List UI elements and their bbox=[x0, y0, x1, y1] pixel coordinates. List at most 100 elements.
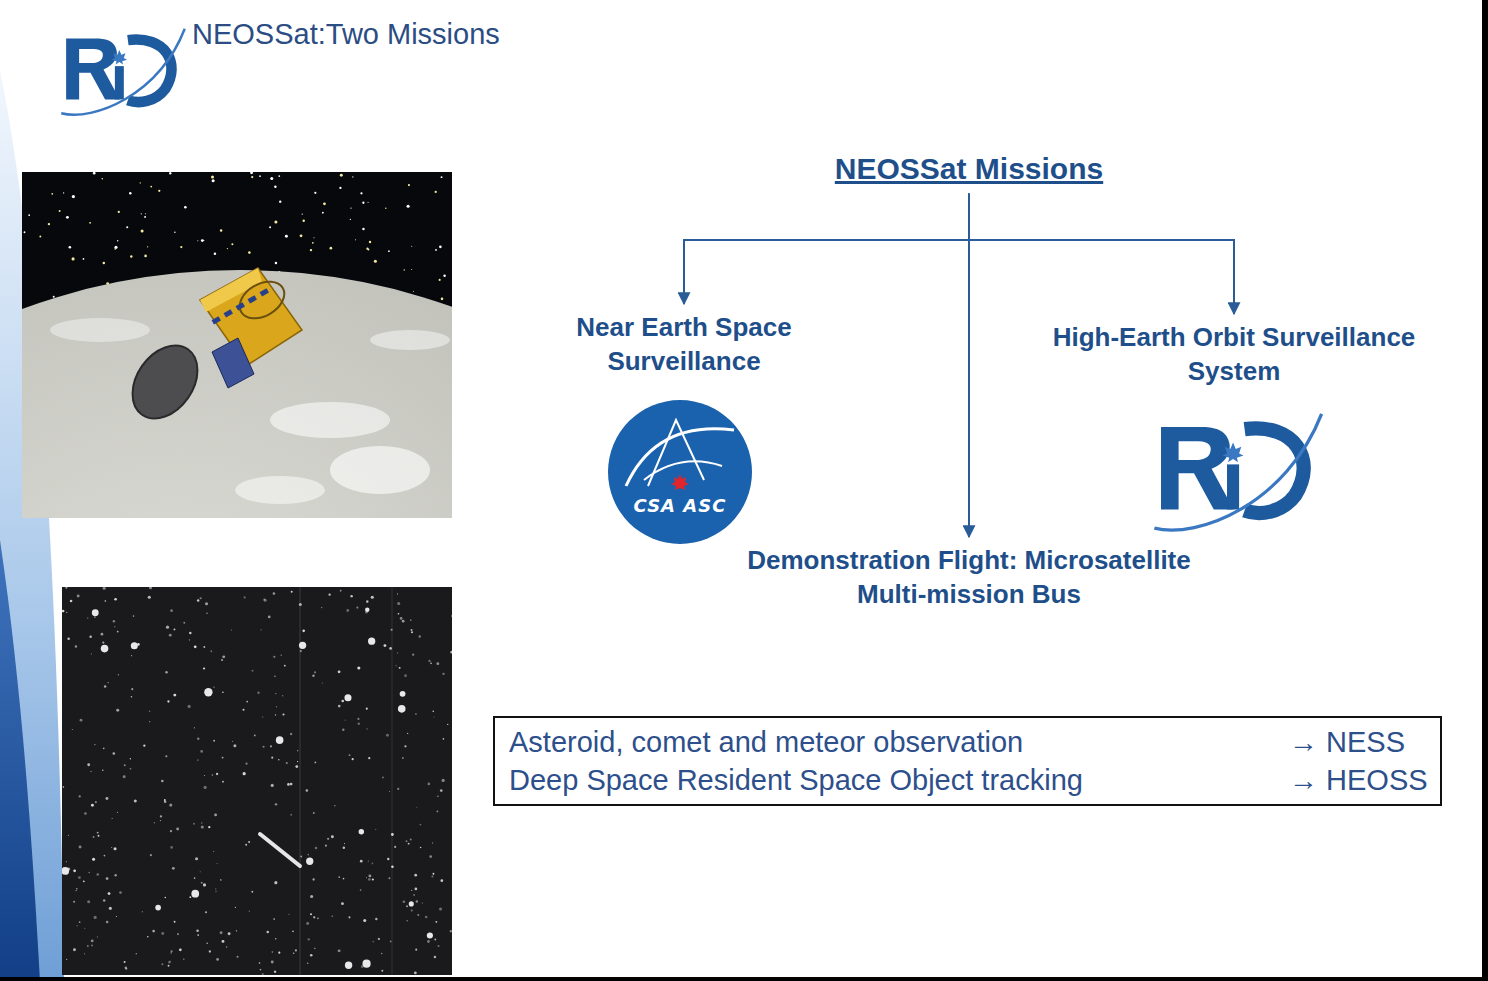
star bbox=[412, 654, 414, 656]
star bbox=[435, 921, 437, 923]
node-text: → NESS bbox=[1289, 723, 1428, 761]
star bbox=[272, 951, 273, 952]
star bbox=[408, 843, 410, 845]
star bbox=[193, 823, 195, 825]
star bbox=[169, 634, 172, 637]
star bbox=[381, 953, 382, 954]
star bbox=[204, 688, 212, 696]
star bbox=[102, 641, 104, 643]
star bbox=[106, 877, 109, 880]
star bbox=[308, 938, 310, 940]
star bbox=[252, 670, 254, 672]
node-text: Deep Space Resident Space Object trackin… bbox=[509, 761, 1289, 799]
star bbox=[275, 938, 276, 939]
star bbox=[287, 783, 290, 786]
star bbox=[148, 596, 151, 599]
star bbox=[366, 600, 369, 603]
star bbox=[275, 693, 276, 694]
star bbox=[141, 229, 144, 232]
star bbox=[387, 858, 389, 860]
star bbox=[67, 637, 70, 640]
star bbox=[369, 241, 371, 243]
star bbox=[397, 652, 399, 654]
star bbox=[113, 752, 116, 755]
star bbox=[91, 945, 93, 947]
star bbox=[103, 587, 106, 590]
star bbox=[112, 818, 113, 819]
star bbox=[362, 960, 370, 968]
star bbox=[260, 629, 261, 630]
star bbox=[236, 930, 237, 931]
star bbox=[300, 234, 303, 237]
star bbox=[284, 665, 286, 667]
star bbox=[212, 774, 213, 775]
star bbox=[73, 948, 76, 951]
star bbox=[328, 593, 330, 595]
star bbox=[299, 642, 306, 649]
star bbox=[92, 858, 95, 861]
star bbox=[293, 953, 294, 954]
solar-cell bbox=[224, 309, 233, 317]
star bbox=[362, 228, 364, 230]
star bbox=[62, 867, 69, 875]
star bbox=[433, 873, 435, 875]
star bbox=[245, 844, 247, 846]
logo-maple-leaf bbox=[671, 474, 689, 490]
star bbox=[213, 740, 215, 742]
star bbox=[102, 770, 103, 771]
star bbox=[168, 965, 170, 967]
star bbox=[149, 587, 152, 589]
star bbox=[174, 629, 176, 631]
star bbox=[312, 242, 314, 244]
star bbox=[131, 696, 133, 698]
star bbox=[440, 789, 443, 792]
star bbox=[402, 708, 404, 710]
star bbox=[161, 963, 163, 965]
star bbox=[201, 882, 203, 884]
satellite bbox=[119, 268, 302, 431]
star bbox=[275, 803, 277, 805]
star bbox=[441, 176, 443, 178]
star bbox=[407, 733, 408, 734]
star bbox=[313, 812, 315, 814]
star bbox=[368, 757, 370, 759]
star bbox=[441, 298, 444, 301]
star bbox=[197, 599, 199, 601]
star bbox=[442, 779, 445, 782]
star bbox=[428, 660, 430, 662]
star bbox=[87, 900, 90, 903]
star bbox=[206, 613, 207, 614]
star bbox=[170, 609, 173, 612]
star bbox=[131, 688, 133, 690]
star bbox=[310, 913, 312, 915]
star bbox=[325, 845, 327, 847]
star bbox=[177, 933, 179, 935]
star bbox=[391, 866, 394, 869]
star bbox=[222, 655, 225, 658]
star bbox=[249, 910, 250, 911]
star bbox=[403, 900, 406, 903]
star bbox=[203, 240, 204, 241]
star bbox=[429, 855, 432, 858]
star bbox=[212, 179, 215, 182]
star bbox=[203, 667, 205, 669]
star bbox=[243, 596, 245, 598]
mission-heading: Demonstration Flight: Microsatellite Mul… bbox=[747, 543, 1192, 612]
star bbox=[114, 598, 117, 601]
node-text: NEOSSat Missions bbox=[835, 150, 1103, 188]
star bbox=[84, 928, 85, 929]
star bbox=[155, 905, 161, 911]
star bbox=[73, 869, 76, 872]
star bbox=[124, 961, 126, 963]
star bbox=[349, 754, 351, 756]
star bbox=[274, 676, 275, 677]
star bbox=[358, 723, 360, 725]
star bbox=[87, 617, 88, 618]
star bbox=[315, 847, 317, 849]
star bbox=[274, 185, 277, 188]
star bbox=[248, 251, 251, 254]
star bbox=[142, 911, 143, 912]
star bbox=[72, 729, 73, 730]
mission-table-box: Asteroid, comet and meteor observation→ … bbox=[493, 716, 1442, 806]
earth-globe bbox=[22, 270, 452, 518]
